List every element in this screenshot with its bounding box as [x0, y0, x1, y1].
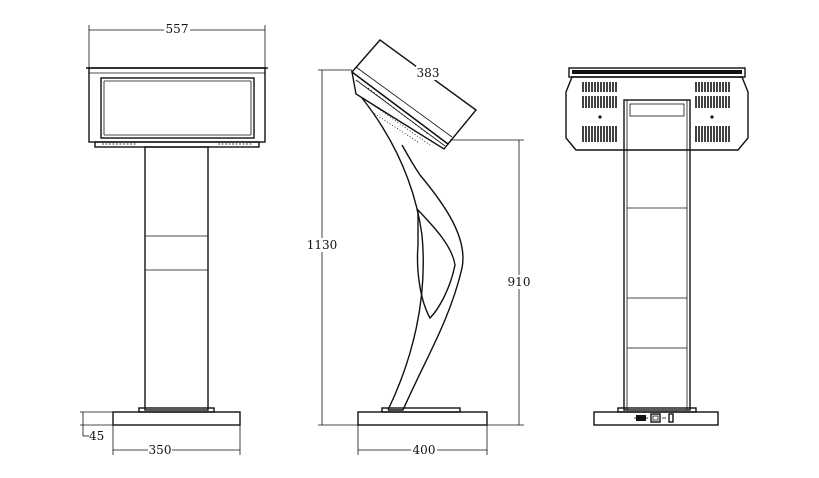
- front-column: [144, 146, 209, 411]
- front-bottom-bracket: [94, 141, 260, 148]
- side-support: [361, 97, 464, 411]
- dim-base-width-front: 350: [112, 425, 241, 457]
- back-ports: [634, 413, 674, 423]
- dim-lower-height: 910: [450, 139, 533, 426]
- side-screen-vents: [367, 87, 429, 135]
- side-screen: 383: [350, 39, 478, 150]
- dim-total-height: 1130: [306, 69, 358, 426]
- dim-base-width-front-label: 350: [149, 443, 172, 457]
- dim-front-width-label: 557: [166, 22, 189, 36]
- back-vents-left: [582, 82, 617, 142]
- back-mount-holes: [598, 115, 714, 119]
- dim-base-height-label: 45: [89, 429, 104, 443]
- back-column: [623, 99, 691, 411]
- side-base: [357, 411, 488, 426]
- dim-total-height-label: 1130: [307, 238, 338, 252]
- front-screen-panel: [100, 77, 255, 139]
- dim-base-height: 45: [80, 411, 113, 443]
- front-view: 557 45: [80, 22, 268, 457]
- dim-screen-depth-label: 383: [417, 66, 440, 80]
- back-vents-right: [695, 82, 730, 142]
- dim-front-width: 557: [88, 22, 266, 68]
- back-view: [565, 67, 749, 426]
- side-view: 383 1130 910: [306, 39, 533, 457]
- back-housing: [565, 76, 749, 151]
- back-base: [593, 411, 719, 426]
- front-base: [112, 411, 241, 426]
- dim-base-width-side-label: 400: [413, 443, 436, 457]
- dim-lower-height-label: 910: [508, 275, 531, 289]
- dim-base-width-side: 400: [357, 425, 488, 457]
- front-screen-housing: [88, 67, 266, 143]
